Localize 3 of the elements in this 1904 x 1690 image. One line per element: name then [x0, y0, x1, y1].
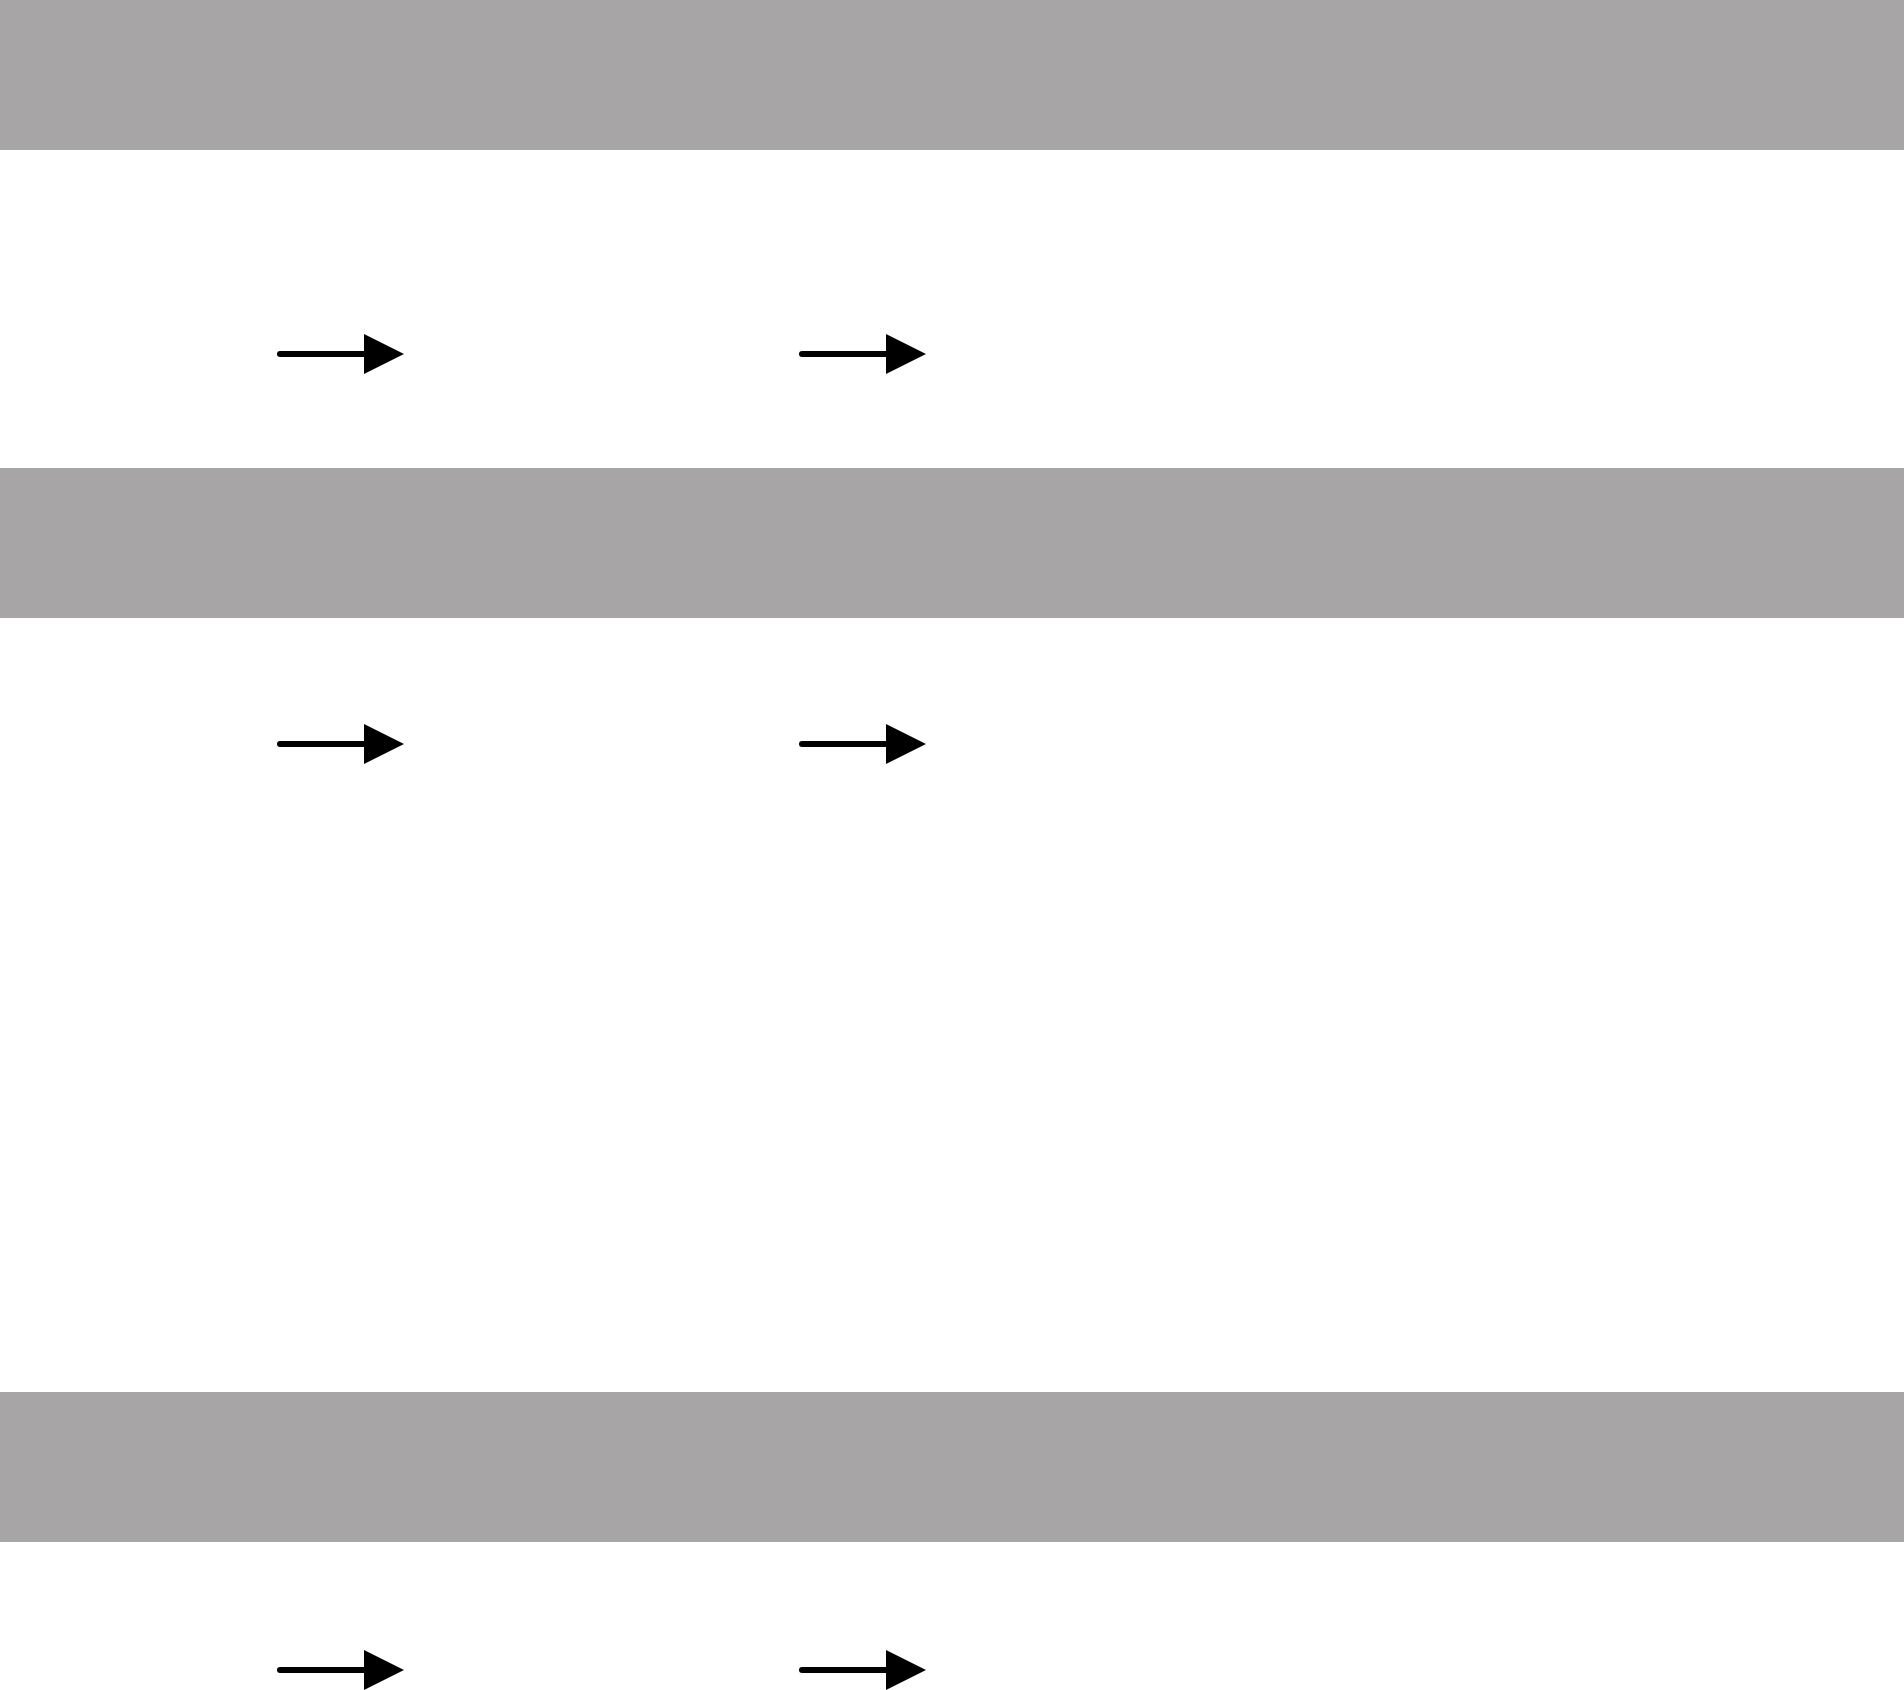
header-band: [0, 1392, 1904, 1542]
header-band: [0, 468, 1904, 618]
header-band: [0, 0, 1904, 150]
